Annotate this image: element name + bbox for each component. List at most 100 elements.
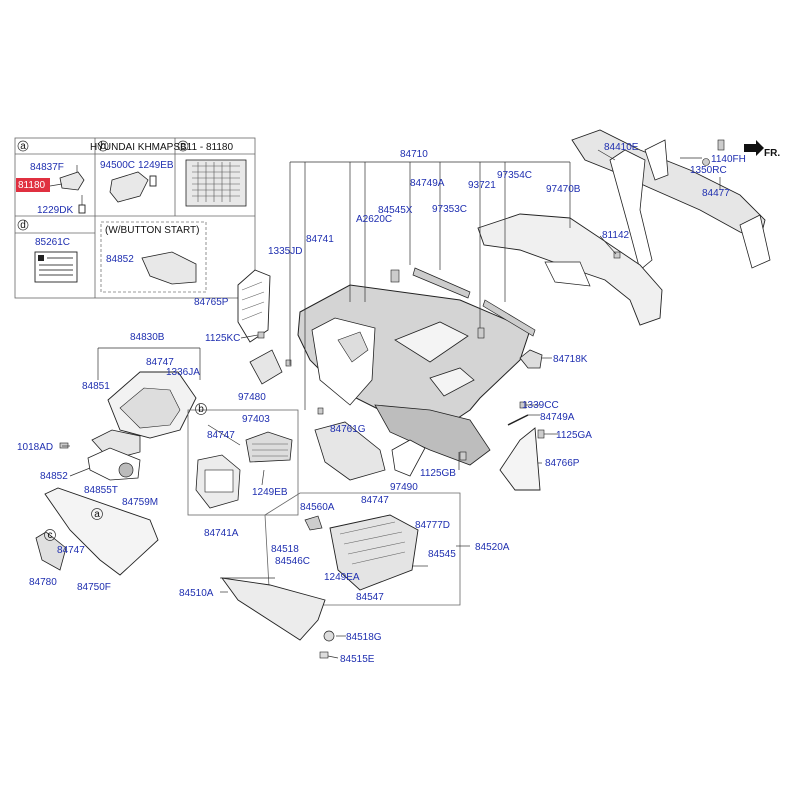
part-label-81180: 81180 [18,180,46,191]
callout-c: c [48,530,53,541]
part-label-84410e: 84410E [604,142,639,153]
part-label-1335jd: 1335JD [268,246,302,257]
part-label-84741a: 84741A [204,528,239,539]
part-label-84761g: 84761G [330,424,366,435]
part-label-1125gb: 1125GB [420,468,456,479]
cover-84780-shape [35,531,67,571]
part-label-84837f: 84837F [30,162,64,173]
part-label-1125ga: 1125GA [556,430,592,441]
part-label-1350rc: 1350RC [690,165,727,176]
part-label-84759m: 84759M [122,497,158,508]
part-label-84747-a: 84747 [146,357,174,368]
part-label-97490: 97490 [390,482,418,493]
part-label-84741: 84741 [306,234,334,245]
button-start-trim-shape [141,251,197,285]
part-label-1229dk: 1229DK [37,205,73,216]
bracket-84718k-shape [519,349,543,369]
cowl-cross-bar-shape [571,129,771,271]
part-label-84766p: 84766P [545,458,580,469]
part-label-97470b: 97470B [546,184,581,195]
highlight-box [16,178,50,192]
cluster-fascia-shape [107,371,197,439]
part-label-84560a: 84560A [300,502,335,513]
part-label-1249ea: 1249EA [324,572,360,583]
air-duct-shape [477,213,663,326]
part-label-a2620c: A2620C [356,214,392,225]
bracket-part-shape [59,171,85,191]
part-label-84765p: 84765P [194,297,229,308]
section-c-label: c [181,141,186,152]
part-label-84515e: 84515E [340,654,375,665]
part-label-85261c: 85261C [35,237,70,248]
panel-84761g-shape [314,421,386,481]
part-label-84851: 84851 [82,381,110,392]
part-label-84547: 84547 [356,592,384,603]
callout-b: b [198,404,204,415]
part-label-84518g: 84518G [346,632,382,643]
part-label-84710: 84710 [400,149,428,160]
part-label-84777d: 84777D [415,520,450,531]
front-direction-label: FR. [764,148,780,159]
front-arrow-icon [744,140,764,156]
part-label-84546c: 84546C [275,556,310,567]
part-label-1018ad: 1018AD [17,442,53,453]
screw-shape [149,175,157,187]
part-label-84749a-a: 84749A [410,178,445,189]
part-label-1140fh: 1140FH [711,154,746,165]
part-label-84749a-b: 84749A [540,412,575,423]
grille-shape [185,159,247,207]
callout-a: a [94,509,100,520]
side-cover-right-shape [499,427,541,491]
part-label-84750f: 84750F [77,582,111,593]
leader-lines [62,149,721,659]
module-shape [109,171,149,203]
part-label-97480: 97480 [238,392,266,403]
part-label-81142: 81142 [602,230,630,241]
part-label-93721: 93721 [468,180,496,191]
lower-panel-shape [44,487,159,576]
part-label-1249eb-a: 1249EB [138,160,174,171]
column-shroud-shape [87,429,141,481]
part-label-97353c: 97353C [432,204,467,215]
part-label-84852-b: 84852 [40,471,68,482]
part-label-84520a: 84520A [475,542,510,553]
strip-97354c-shape [482,299,536,337]
part-label-84852-a: 84852 [106,254,134,265]
part-label-94500c: 94500C [100,160,135,171]
part-label-84830b: 84830B [130,332,165,343]
part-label-84545: 84545 [428,549,456,560]
part-label-84477: 84477 [702,188,730,199]
diagram-title: HYUNDAI KHMAPSB11 - 81180 [90,142,233,153]
part-label-97403: 97403 [242,414,270,425]
part-label-84545x: 84545X [378,205,413,216]
part-label-84780: 84780 [29,577,57,588]
button-start-note: (W/BUTTON START) [105,225,199,236]
inset-panel: a d b c HYUNDAI KHMAPSB11 - 81180 [14,137,256,299]
label-sticker [34,251,78,283]
part-label-84747-c: 84747 [57,545,85,556]
section-a-label: a [20,141,26,152]
part-label-1339cc: 1339CC [522,400,559,411]
center-fascia-shape [195,431,293,509]
vent-97480-shape [249,349,283,385]
crash-pad-shape [297,284,531,466]
part-label-84747-d: 84747 [361,495,389,506]
section-b-label: b [100,141,106,152]
part-label-84855t: 84855T [84,485,118,496]
part-label-97354c: 97354C [497,170,532,181]
part-label-84518: 84518 [271,544,299,555]
part-label-1336ja: 1336JA [166,367,200,378]
glove-box-housing-shape [304,514,419,591]
part-label-1125kc: 1125KC [205,333,240,344]
part-label-84510a: 84510A [179,588,214,599]
glove-box-shape [221,577,326,641]
part-label-84718k: 84718K [553,354,588,365]
panel-97490-shape [391,439,426,477]
part-label-1249eb-b: 1249EB [252,487,288,498]
part-label-84747-b: 84747 [207,430,235,441]
section-d-label: d [20,220,26,231]
bolt-shape [78,204,86,214]
strip-97353c-shape [412,267,471,299]
